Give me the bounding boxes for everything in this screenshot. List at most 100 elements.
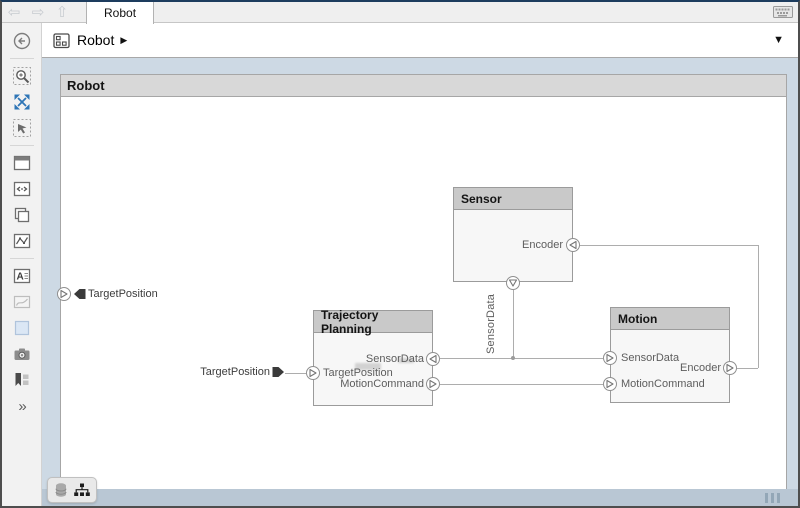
connector-targetposition[interactable] <box>285 373 306 374</box>
port-tp-sensordata[interactable] <box>426 352 440 366</box>
toolbar-separator <box>9 145 34 146</box>
annotation-icon: A <box>13 268 30 284</box>
component-sensor[interactable]: Sensor <box>453 187 573 282</box>
tab-label: Robot <box>104 6 137 20</box>
zoom-region-button[interactable] <box>8 63 36 89</box>
connector-encoder-seg1[interactable] <box>737 368 758 369</box>
navigate-back-button[interactable] <box>8 28 36 54</box>
select-region-icon <box>12 119 31 137</box>
data-dictionary-icon[interactable] <box>53 482 69 499</box>
connection-tag-label: TargetPosition <box>200 366 270 378</box>
port-tp-motioncommand[interactable] <box>426 377 440 391</box>
annotation-button[interactable]: A <box>8 263 36 289</box>
connector-junction <box>511 356 515 360</box>
image-preview-icon <box>13 295 30 309</box>
port-label-motion-sensordata: SensorData <box>621 352 680 364</box>
fit-to-view-button[interactable] <box>8 89 36 115</box>
viewmark-button[interactable] <box>8 367 36 393</box>
output-port-icon <box>429 379 437 389</box>
input-port-icon <box>60 289 68 299</box>
port-label-tp-sensordata: SensorData <box>365 353 424 365</box>
port-motion-sensordata[interactable] <box>603 351 617 365</box>
connector-encoder-seg2[interactable] <box>758 245 759 368</box>
screenshot-button[interactable] <box>8 341 36 367</box>
select-region-button[interactable] <box>8 115 36 141</box>
code-view-icon <box>13 181 30 197</box>
component-trajectory-planning-header: Trajectory Planning <box>314 307 432 336</box>
targetposition-connection-tag[interactable]: TargetPosition <box>181 366 285 378</box>
input-port-icon <box>429 354 437 364</box>
right-column: Robot ▶ ▼ Robot <box>42 23 798 506</box>
viewer-window-button[interactable] <box>8 150 36 176</box>
architecture-title: Robot <box>67 78 105 93</box>
keyboard-icon[interactable] <box>768 2 798 22</box>
image-preview-button[interactable] <box>8 289 36 315</box>
scrollbar-grip-icon[interactable] <box>765 493 780 503</box>
connector-encoder-seg3[interactable] <box>580 245 758 246</box>
component-sensor-header: Sensor <box>454 188 572 210</box>
boundary-port-circle[interactable] <box>57 287 71 301</box>
architecture-title-bar: Robot <box>61 75 786 97</box>
toolbar-separator <box>9 58 34 59</box>
port-motion-motioncommand[interactable] <box>603 377 617 391</box>
forward-arrow-icon[interactable]: ⇨ <box>31 3 45 21</box>
palette-toolbar: A <box>2 23 42 506</box>
output-port-down-icon <box>508 279 518 287</box>
connector-sensordata-drop[interactable] <box>513 290 514 359</box>
signal-lines-icon <box>13 233 30 249</box>
signal-lines-button[interactable] <box>8 228 36 254</box>
component-trajectory-planning-title: Trajectory Planning <box>321 307 379 336</box>
port-motion-encoder[interactable] <box>723 361 737 375</box>
port-tag-right-icon <box>272 367 284 377</box>
highlight-area-icon <box>14 320 29 336</box>
component-motion-header: Motion <box>611 308 729 330</box>
breadcrumb: Robot ▶ ▼ <box>42 23 798 58</box>
viewmark-icon <box>15 373 28 386</box>
port-label-motion-encoder: Encoder <box>680 362 721 374</box>
connector-motioncommand[interactable] <box>440 384 603 385</box>
root-port-targetposition[interactable]: TargetPosition <box>57 287 158 301</box>
port-sensor-encoder[interactable] <box>566 238 580 252</box>
up-arrow-icon[interactable]: ⇧ <box>55 3 69 21</box>
component-sensor-title: Sensor <box>461 191 502 206</box>
root-port-label: TargetPosition <box>88 288 158 300</box>
highlight-area-button[interactable] <box>8 315 36 341</box>
architecture-frame[interactable]: Robot SensorData <box>60 74 787 489</box>
model-hierarchy-icon[interactable] <box>73 482 91 499</box>
component-icon <box>53 32 70 48</box>
output-port-icon <box>726 363 734 373</box>
more-tools-button[interactable]: » <box>18 397 26 415</box>
duplicate-view-button[interactable] <box>8 202 36 228</box>
tab-robot[interactable]: Robot <box>86 2 155 24</box>
wire-label-sensordata: SensorData <box>485 293 497 354</box>
diagram-canvas[interactable]: Robot SensorData <box>42 58 798 506</box>
screenshot-camera-icon <box>14 348 29 360</box>
component-trajectory-planning[interactable]: Trajectory Planning <box>313 307 433 406</box>
svg-text:A: A <box>16 272 23 283</box>
port-tp-targetposition[interactable] <box>306 366 320 380</box>
viewer-window-icon <box>13 155 30 171</box>
architecture-body[interactable]: SensorData Sensor Encoder <box>61 97 786 489</box>
toolbar-separator <box>9 258 34 259</box>
connector-sensordata[interactable] <box>440 358 603 359</box>
input-port-icon <box>606 353 614 363</box>
breadcrumb-caret-icon[interactable]: ▶ <box>120 35 128 45</box>
render-artifact <box>398 358 414 363</box>
fit-to-view-icon <box>14 94 29 110</box>
breadcrumb-root[interactable]: Robot <box>77 32 115 48</box>
dropdown-caret-icon[interactable]: ▼ <box>773 34 784 46</box>
port-label-tp-targetposition: TargetPosition <box>323 367 393 379</box>
input-port-icon <box>309 368 317 378</box>
duplicate-view-icon <box>14 207 29 223</box>
input-port-icon <box>606 379 614 389</box>
component-motion[interactable]: Motion <box>610 307 730 403</box>
horizontal-scrollbar[interactable] <box>42 489 798 506</box>
render-artifact <box>355 363 381 370</box>
tab-bar: ⇦ ⇨ ⇧ Robot <box>2 2 798 24</box>
port-sensor-sensordata[interactable] <box>506 276 520 290</box>
back-arrow-icon[interactable]: ⇦ <box>7 3 21 21</box>
input-port-icon <box>569 240 577 250</box>
view-toggle <box>47 477 97 503</box>
code-view-button[interactable] <box>8 176 36 202</box>
